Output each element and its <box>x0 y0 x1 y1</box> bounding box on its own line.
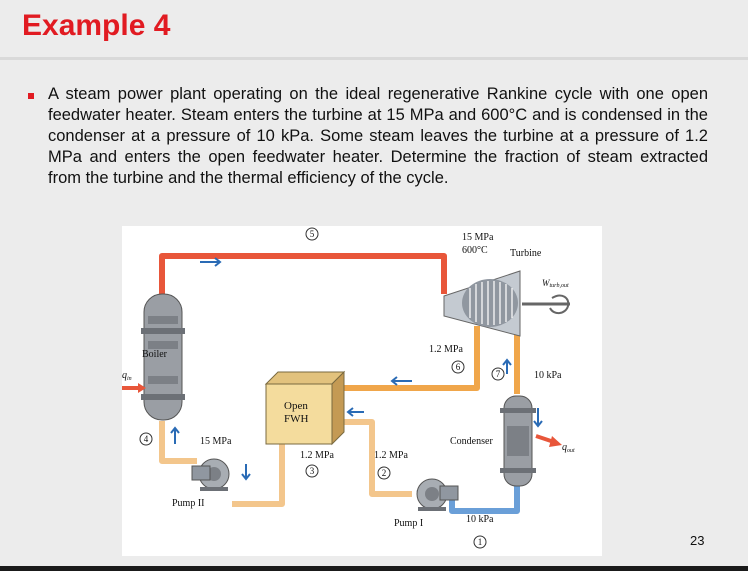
q-out-label: qout <box>562 442 575 454</box>
bullet-icon <box>28 93 34 99</box>
state-4-label: 4 <box>144 434 149 444</box>
title-divider <box>0 57 748 60</box>
pipe-state2 <box>342 419 412 497</box>
state-2-marker <box>377 466 391 480</box>
turbine-pressure: 15 MPa <box>462 232 494 243</box>
boiler-label: Boiler <box>142 349 168 360</box>
flow-arrows <box>170 257 543 496</box>
page-number: 23 <box>690 533 705 548</box>
state3-pressure-label: 1.2 MPa <box>300 450 334 461</box>
boiler <box>141 293 185 421</box>
pump-2-label: Pump II <box>172 498 205 509</box>
state-6-label: 6 <box>456 362 461 372</box>
pipe-state4 <box>159 421 197 464</box>
turbine <box>443 270 570 337</box>
condenser <box>500 395 536 487</box>
extraction-pressure-label: 1.2 MPa <box>429 344 463 355</box>
state-6-marker <box>451 360 465 374</box>
condenser-label: Condenser <box>450 436 493 447</box>
pump-1 <box>416 478 459 511</box>
state-7-label: 7 <box>496 369 501 379</box>
pump-2 <box>191 458 230 491</box>
state-1-label: 1 <box>478 537 483 547</box>
state2-pressure-label: 1.2 MPa <box>374 450 408 461</box>
state-1-marker <box>473 535 487 549</box>
turbine-label: Turbine <box>510 248 542 259</box>
fwh-label-2: FWH <box>284 413 309 425</box>
pump-1-label: Pump I <box>394 518 423 529</box>
state-4-marker <box>139 432 153 446</box>
state-3-label: 3 <box>310 466 315 476</box>
open-fwh <box>264 370 346 446</box>
state-7-marker <box>491 367 505 381</box>
condenser-outlet-pressure-label: 10 kPa <box>466 514 494 525</box>
state-5-marker <box>305 227 319 241</box>
condenser-inlet-pressure-label: 10 kPa <box>534 370 562 381</box>
w-turb-out-label: Wturb,out <box>542 278 569 289</box>
pipe-state5 <box>159 253 447 311</box>
bottom-bar <box>0 566 748 571</box>
pipe-state1 <box>449 484 520 514</box>
state-3-marker <box>305 464 319 478</box>
state-5-label: 5 <box>310 229 315 239</box>
state4-pressure-label: 15 MPa <box>200 436 232 447</box>
pipe-state6 <box>342 326 480 391</box>
state-2-label: 2 <box>382 468 387 478</box>
q-in-label: qin <box>122 370 132 382</box>
rankine-cycle-diagram: Boiler qin 15 MPa 600°C Turbine Wturb,ou… <box>122 226 602 556</box>
fwh-label-1: Open <box>284 400 308 412</box>
slide-title: Example 4 <box>22 9 171 42</box>
turbine-temperature: 600°C <box>462 245 488 256</box>
problem-statement: A steam power plant operating on the ide… <box>48 85 708 187</box>
